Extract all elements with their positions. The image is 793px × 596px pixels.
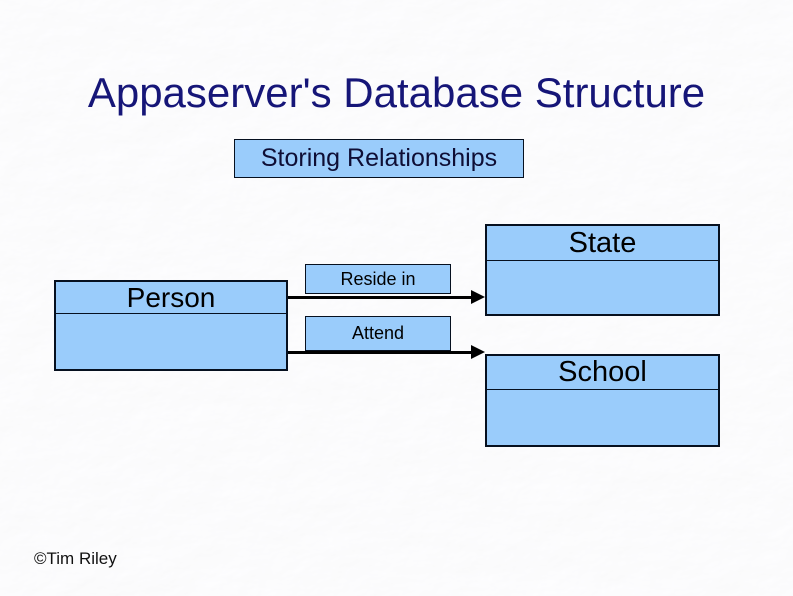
entity-state-body <box>487 261 718 314</box>
subtitle-box: Storing Relationships <box>234 139 524 178</box>
connector-person-state <box>288 296 473 299</box>
entity-box-school: School <box>485 354 720 447</box>
relationship-label-attend: Attend <box>305 316 451 351</box>
entity-state-label: State <box>487 226 718 261</box>
entity-person-body <box>56 314 286 369</box>
arrowhead-icon-school <box>471 345 485 359</box>
slide-title: Appaserver's Database Structure <box>87 69 706 116</box>
subtitle-text: Storing Relationships <box>260 144 498 172</box>
entity-box-state: State <box>485 224 720 316</box>
relationship-attend-text: Attend <box>351 323 405 343</box>
relationship-reside-in-text: Reside in <box>340 268 416 289</box>
entity-person-label: Person <box>56 282 286 314</box>
arrowhead-icon-state <box>471 290 485 304</box>
entity-box-person: Person <box>54 280 288 371</box>
entity-school-label: School <box>487 356 718 390</box>
connector-person-school <box>288 351 473 354</box>
credit-text: ©Tim Riley <box>34 549 117 568</box>
entity-school-body <box>487 390 718 445</box>
relationship-label-reside-in: Reside in <box>305 264 451 294</box>
